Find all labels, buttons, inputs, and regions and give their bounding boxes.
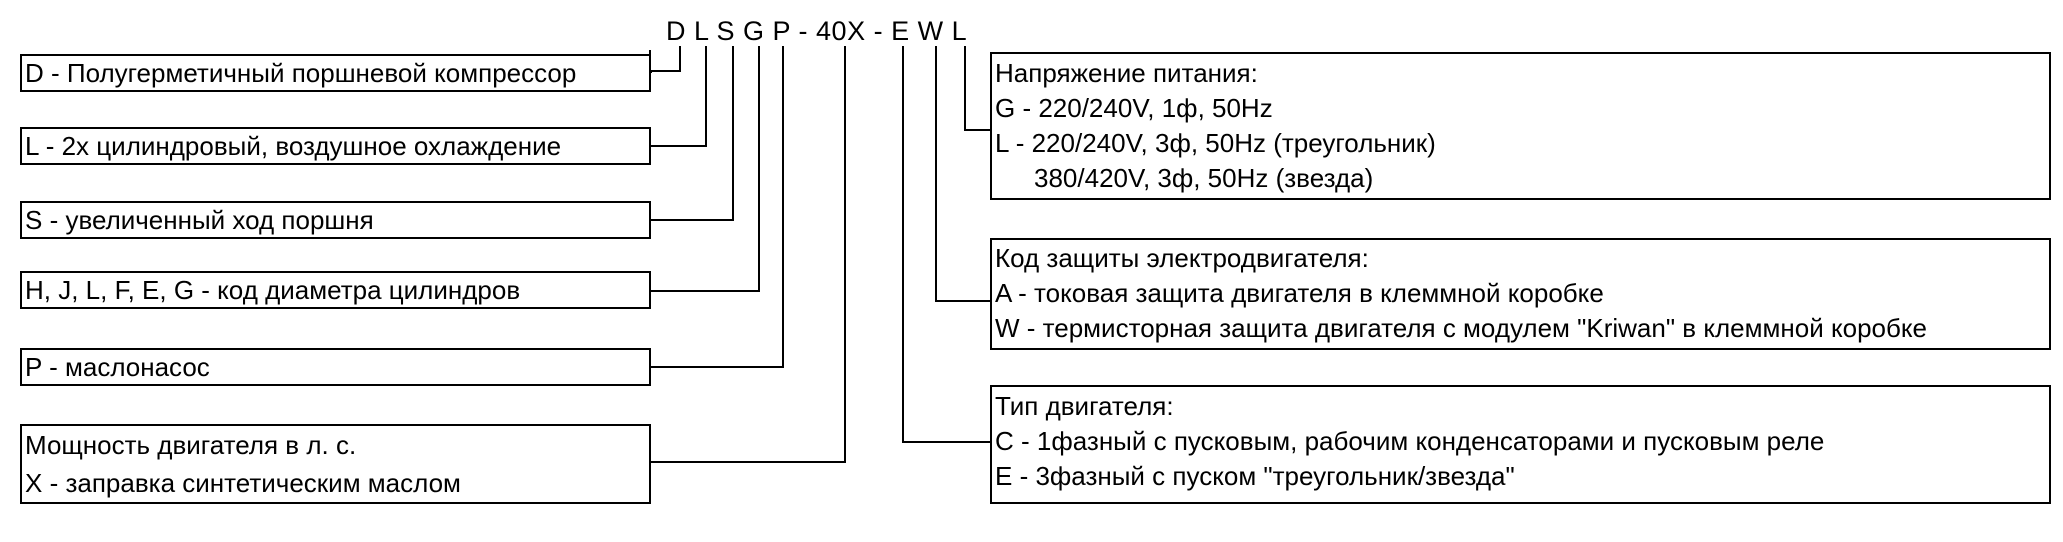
box-line: A - токовая защита двигателя в клеммной … [995,278,1604,308]
box-line: S - увеличенный ход поршня [25,205,374,235]
box-line: W - термисторная защита двигателя с моду… [995,313,1928,343]
connector-40x [651,46,846,463]
box-line: Напряжение питания: [995,58,1258,88]
box-power-oil: Мощность двигателя в л. с. X - заправка … [20,424,651,504]
connector-e [902,46,990,443]
connector-d-main [651,46,681,72]
box-piston-stroke: S - увеличенный ход поршня [20,201,651,239]
box-line: X - заправка синтетическим маслом [25,468,461,498]
connector-s [651,46,734,221]
connector-p [651,46,784,368]
connector-l-right [964,46,990,131]
box-line: Код защиты электродвигателя: [995,243,1369,273]
box-line: L - 220/240V, 3ф, 50Hz (треугольник) [995,128,1436,158]
box-power-supply: Напряжение питания: G - 220/240V, 1ф, 50… [990,52,2051,200]
box-line: P - маслонасос [25,352,210,382]
box-line: L - 2х цилиндровый, воздушное охлаждение [25,131,562,161]
connector-g [651,46,760,292]
box-line: E - 3фазный с пуском "треугольник/звезда… [995,461,1515,491]
connector-l [651,46,707,147]
model-code: D L S G P - 40X - E W L [666,16,968,46]
box-line: H, J, L, F, E, G - код диаметра цилиндро… [25,275,521,305]
box-line: D - Полугерметичный поршневой компрессор [25,58,577,88]
box-line: Мощность двигателя в л. с. [25,430,357,460]
box-compressor-type: D - Полугерметичный поршневой компрессор [20,54,651,92]
box-cylinder-diameter: H, J, L, F, E, G - код диаметра цилиндро… [20,271,651,309]
box-line: G - 220/240V, 1ф, 50Hz [995,93,1273,123]
box-cylinders: L - 2х цилиндровый, воздушное охлаждение [20,127,651,165]
box-oil-pump: P - маслонасос [20,348,651,386]
box-line: C - 1фазный с пусковым, рабочим конденса… [995,426,1825,456]
box-line: 380/420V, 3ф, 50Hz (звезда) [1034,163,1374,193]
box-motor-protection: Код защиты электродвигателя: A - токовая… [990,238,2051,350]
box-motor-type: Тип двигателя: C - 1фазный с пусковым, р… [990,385,2051,504]
connector-w [935,46,990,302]
box-line: Тип двигателя: [995,391,1174,421]
